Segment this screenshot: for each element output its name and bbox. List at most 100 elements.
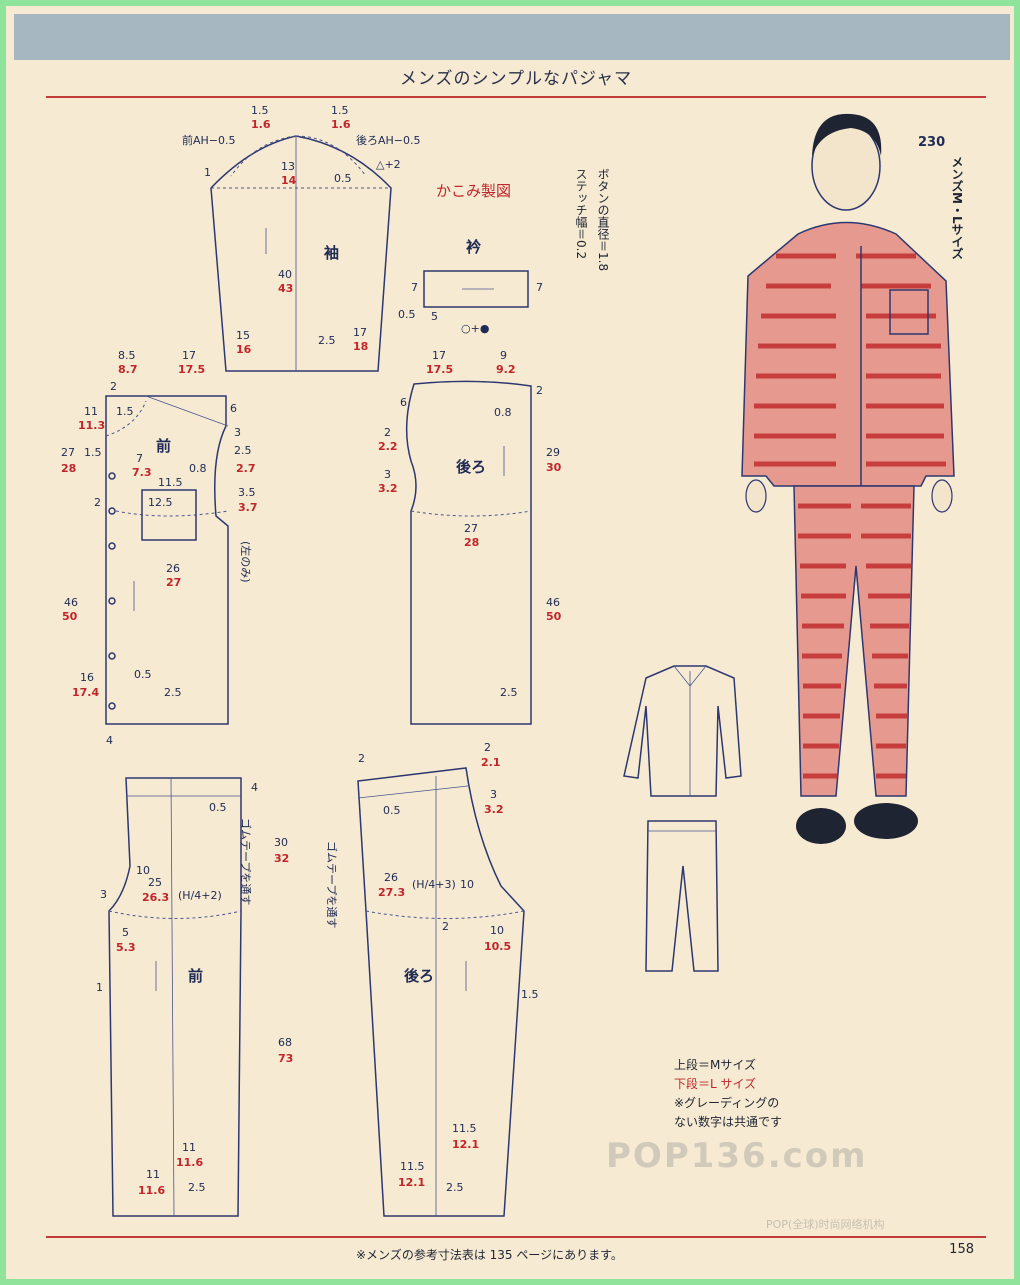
back-label: 後ろ bbox=[455, 458, 486, 476]
measurement-label: 2.5 bbox=[318, 334, 336, 347]
measurement-label: 43 bbox=[278, 282, 293, 295]
model-number: 230 bbox=[918, 135, 945, 150]
measurement-label: 17 bbox=[182, 349, 196, 362]
measurement-label: 28 bbox=[61, 462, 76, 475]
measurement-label: 17.5 bbox=[178, 363, 205, 376]
elastic-note-front: ゴムテープを通す bbox=[239, 818, 253, 905]
measurement-label: 68 bbox=[278, 1036, 292, 1049]
measurement-label: 9 bbox=[500, 349, 507, 362]
stitch-note: ステッチ幅＝0.2 bbox=[574, 168, 588, 260]
measurement-label: 1 bbox=[96, 981, 103, 994]
measurement-label: 3.5 bbox=[238, 486, 256, 499]
measurement-label: 5 bbox=[122, 926, 129, 939]
front-label: 前 bbox=[156, 437, 171, 455]
legend-note-1: ※グレーディングの bbox=[674, 1096, 780, 1110]
measurement-label: 17 bbox=[432, 349, 446, 362]
measurement-label: 2.5 bbox=[188, 1181, 206, 1194]
collar-piece: 衿 7 7 0.5 5 ○+● bbox=[398, 238, 543, 335]
pants-back-label: 後ろ bbox=[403, 967, 434, 985]
measurement-label: 3 bbox=[384, 468, 391, 481]
legend-note-2: ない数字は共通です bbox=[674, 1115, 783, 1129]
measurement-label: 12.1 bbox=[452, 1138, 479, 1151]
watermark-subtext: POP(全球)时尚网络机构 bbox=[766, 1218, 885, 1231]
measurement-label: 1.5 bbox=[251, 104, 269, 117]
measurement-label: 1 bbox=[204, 166, 211, 179]
measurement-label: 11.6 bbox=[176, 1156, 203, 1169]
measurement-label: 7 bbox=[411, 281, 418, 294]
measurement-label: 11.3 bbox=[78, 419, 105, 432]
size-legend: 上段＝Mサイズ 下段＝L サイズ ※グレーディングの ない数字は共通です bbox=[674, 1056, 782, 1132]
measurement-label: 3 bbox=[234, 426, 241, 439]
measurement-label: 5.3 bbox=[116, 941, 136, 954]
measurement-label: 2 bbox=[536, 384, 543, 397]
measurement-label: 11.5 bbox=[452, 1122, 477, 1135]
measurement-label: 17.5 bbox=[426, 363, 453, 376]
measurement-label: 1.5 bbox=[521, 988, 539, 1001]
page-number: 158 bbox=[949, 1242, 974, 1257]
measurement-label: 2 bbox=[384, 426, 391, 439]
measurement-label: 2.2 bbox=[378, 440, 398, 453]
button-note: ボタンの直径＝1.8 bbox=[596, 168, 610, 272]
measurement-label: 17 bbox=[353, 326, 367, 339]
pants-front-piece: 4 0.5 30 32 10 25 26.3 (H/4+2) 3 5 5.3 1… bbox=[96, 777, 293, 1217]
measurement-label: 0.5 bbox=[383, 804, 401, 817]
measurement-label: 16 bbox=[80, 671, 94, 684]
pattern-label: かこみ製図 bbox=[436, 182, 512, 200]
measurement-label: 11.5 bbox=[400, 1160, 425, 1173]
measurement-label: 7 bbox=[536, 281, 543, 294]
measurement-label: 0.5 bbox=[398, 308, 416, 321]
header-rule bbox=[46, 96, 986, 98]
measurement-label: 29 bbox=[546, 446, 560, 459]
measurement-label: 2 bbox=[442, 920, 449, 933]
legend-upper: 上段＝Mサイズ bbox=[674, 1058, 756, 1072]
measurement-label: 11 bbox=[84, 405, 98, 418]
measurement-label: 0.8 bbox=[189, 462, 207, 475]
measurement-label: 11.5 bbox=[158, 476, 183, 489]
measurement-label: 0.5 bbox=[334, 172, 352, 185]
measurement-label: 26 bbox=[384, 871, 398, 884]
button-column bbox=[108, 472, 116, 710]
measurement-label: 27 bbox=[61, 446, 75, 459]
measurement-label: 73 bbox=[278, 1052, 293, 1065]
measurement-label: ○+● bbox=[461, 322, 489, 335]
measurement-label: 10 bbox=[490, 924, 504, 937]
footer-rule bbox=[46, 1236, 986, 1238]
watermark-text: POP136.com bbox=[606, 1136, 868, 1176]
measurement-label: 26 bbox=[166, 562, 180, 575]
measurement-label: 13 bbox=[281, 160, 295, 173]
measurement-label: 50 bbox=[62, 610, 78, 623]
measurement-label: (H/4+3) bbox=[412, 878, 456, 891]
measurement-label: 3 bbox=[490, 788, 497, 801]
measurement-label: 0.5 bbox=[134, 668, 152, 681]
measurement-label: 1.6 bbox=[251, 118, 271, 131]
measurement-label: 2.1 bbox=[481, 756, 501, 769]
measurement-label: 46 bbox=[546, 596, 560, 609]
elastic-note-back: ゴムテープを通す bbox=[325, 841, 339, 928]
collar-label: 衿 bbox=[466, 238, 481, 256]
back-bodice-piece: 17 17.5 9 9.2 2 6 0.8 2 2.2 3 3.2 後ろ 29 … bbox=[378, 349, 562, 725]
measurement-label: 9.2 bbox=[496, 363, 516, 376]
measurement-label: 11 bbox=[146, 1168, 160, 1181]
measurement-label: 2.7 bbox=[236, 462, 256, 475]
front-bodice-piece: 8.5 8.7 17 17.5 2 11 11.3 1.5 27 28 1.5 … bbox=[61, 349, 258, 747]
measurement-label: 30 bbox=[274, 836, 288, 849]
measurement-label: 15 bbox=[236, 329, 250, 342]
measurement-label: 6 bbox=[400, 396, 407, 409]
measurement-label: 12.5 bbox=[148, 496, 173, 509]
measurement-label: 46 bbox=[64, 596, 78, 609]
measurement-label: 32 bbox=[274, 852, 289, 865]
measurement-label: 26.3 bbox=[142, 891, 169, 904]
flat-sketch-top bbox=[623, 665, 742, 797]
measurement-label: 50 bbox=[546, 610, 562, 623]
measurement-label: 2 bbox=[358, 752, 365, 765]
pants-back-piece: 2 2 2.1 3 3.2 0.5 26 27.3 (H/4+3) 10 2 1… bbox=[357, 741, 539, 1217]
measurement-label: 10 bbox=[136, 864, 150, 877]
measurement-label: 1.5 bbox=[84, 446, 102, 459]
page-title: メンズのシンプルなパジャマ bbox=[399, 69, 633, 89]
measurement-label: 2.5 bbox=[446, 1181, 464, 1194]
measurement-label: 25 bbox=[148, 876, 162, 889]
pants-front-label: 前 bbox=[188, 967, 203, 985]
measurement-label: 3.2 bbox=[484, 803, 504, 816]
header-bar bbox=[14, 14, 1010, 60]
measurement-label: 1.5 bbox=[116, 405, 134, 418]
